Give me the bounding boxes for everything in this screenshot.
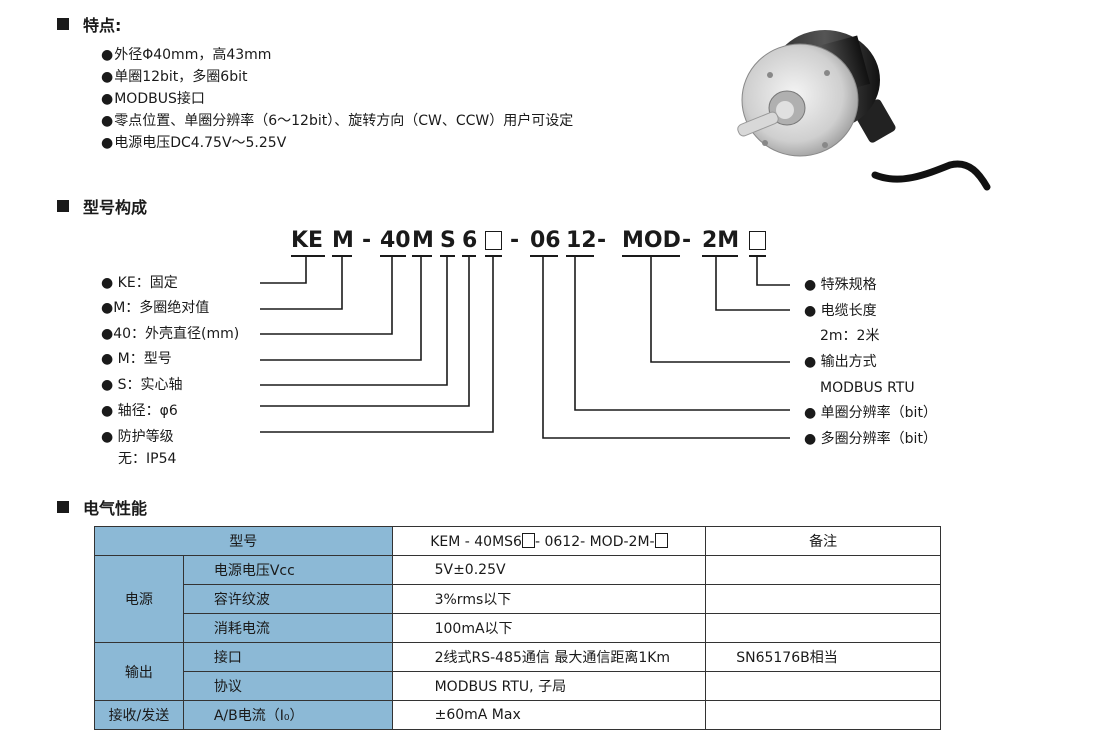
underline	[530, 255, 558, 257]
model-label-cable-sub: 2m：2米	[820, 328, 880, 344]
group-power: 电源	[94, 555, 184, 643]
table-row: 电源 电源电压Vcc 5V±0.25V	[94, 555, 941, 643]
encoder-product-image	[737, 30, 991, 191]
underline	[440, 255, 455, 257]
model-label-multi-res: ● 多圈分辨率（bit）	[804, 431, 937, 447]
row-note	[705, 613, 941, 643]
square-bullet-icon	[57, 501, 69, 513]
group-output: 输出	[94, 642, 184, 701]
underline	[380, 255, 406, 257]
features-section-title: 特点:	[57, 12, 121, 36]
underline	[462, 255, 476, 257]
model-seg-box	[485, 231, 502, 256]
model-label-cable: ● 电缆长度	[804, 303, 877, 319]
blank-box-icon	[521, 532, 535, 548]
model-seg-dash: -	[510, 228, 520, 253]
model-label-shaft: ● S：实心轴	[101, 377, 183, 393]
model-seg-2m: 2M	[702, 228, 740, 253]
model-seg-40: 40	[380, 228, 411, 253]
row-value: ±60mA Max	[391, 700, 707, 730]
row-note	[705, 671, 941, 701]
header-model-code: KEM - 40MS6- 0612- MOD-2M-	[391, 526, 707, 556]
model-label-shaft-dia: ● 轴径：φ6	[101, 403, 178, 419]
row-item: 消耗电流	[182, 613, 393, 643]
header-remarks: 备注	[705, 526, 941, 556]
electrical-spec-table: 型号 KEM - 40MS6- 0612- MOD-2M- 备注 电源 电源电压…	[94, 526, 941, 730]
model-label-output-sub: MODBUS RTU	[820, 380, 915, 396]
model-label-output: ● 输出方式	[804, 354, 877, 370]
row-note: SN65176B相当	[705, 642, 941, 672]
feature-item: ●零点位置、单圈分辨率（6～12bit）、旋转方向（CW、CCW）用户可设定	[101, 113, 574, 129]
underline	[412, 255, 432, 257]
group-rx-tx: 接收/发送	[94, 700, 184, 730]
feature-item: ●外径Φ40mm，高43mm	[101, 47, 272, 63]
model-code: KE M - 40 M S 6 - 06 12 - MOD - 2M	[0, 228, 1095, 258]
model-label-ke: ● KE：固定	[101, 275, 178, 291]
model-label-single-res: ● 单圈分辨率（bit）	[804, 405, 937, 421]
underline	[622, 255, 680, 257]
square-bullet-icon	[57, 200, 69, 212]
row-item: 接口	[182, 642, 393, 672]
row-item: 电源电压Vcc	[182, 555, 393, 585]
model-section-title: 型号构成	[57, 194, 147, 218]
row-item: 协议	[182, 671, 393, 701]
underline	[702, 255, 738, 257]
table-header-row: 型号 KEM - 40MS6- 0612- MOD-2M- 备注	[94, 526, 941, 556]
row-note	[705, 555, 941, 585]
underline	[566, 255, 594, 257]
model-seg-dash: -	[682, 228, 692, 253]
row-note	[705, 700, 941, 730]
header-model: 型号	[94, 526, 393, 556]
model-seg-box	[749, 231, 766, 256]
feature-item: ●MODBUS接口	[101, 91, 205, 107]
row-item: 容许纹波	[182, 584, 393, 614]
table-row: 输出 接口 2线式RS-485通信 最大通信距离1Km SN65176B相当	[94, 642, 941, 701]
model-seg-mod: MOD	[622, 228, 681, 253]
electrical-section-title: 电气性能	[57, 495, 147, 519]
model-seg-m2: M	[412, 228, 434, 253]
row-note	[705, 584, 941, 614]
model-label-m: ●M：多圈绝对值	[101, 300, 210, 316]
model-seg-dash: -	[362, 228, 372, 253]
row-value: 5V±0.25V	[391, 555, 707, 585]
underline	[291, 255, 325, 257]
row-value: MODBUS RTU, 子局	[391, 671, 707, 701]
model-seg-dash: -	[597, 228, 607, 253]
underline	[332, 255, 352, 257]
table-row: 协议 MODBUS RTU, 子局	[95, 671, 941, 701]
blank-box-icon	[654, 532, 668, 548]
model-seg-6: 6	[462, 228, 478, 253]
model-seg-12: 12	[566, 228, 597, 253]
model-seg-s: S	[440, 228, 456, 253]
table-row: 消耗电流 100mA以下	[95, 613, 941, 643]
model-label-protection-sub: 无：IP54	[118, 451, 177, 467]
feature-item: ●电源电压DC4.75V～5.25V	[101, 135, 287, 151]
square-bullet-icon	[57, 18, 69, 30]
underline	[749, 255, 766, 257]
table-row: 容许纹波 3%rms以下	[95, 584, 941, 614]
row-value: 100mA以下	[391, 613, 707, 643]
model-seg-m: M	[332, 228, 354, 253]
model-label-type: ● M：型号	[101, 351, 172, 367]
model-seg-ke: KE	[291, 228, 324, 253]
model-label-special: ● 特殊规格	[804, 277, 877, 293]
features-list: ●外径Φ40mm，高43mm ●单圈12bit，多圈6bit ●MODBUS接口…	[101, 44, 573, 154]
model-label-protection: ● 防护等级	[101, 429, 174, 445]
row-value: 3%rms以下	[391, 584, 707, 614]
model-seg-06: 06	[530, 228, 561, 253]
model-label-40: ●40：外壳直径(mm)	[101, 326, 240, 342]
feature-item: ●单圈12bit，多圈6bit	[101, 69, 248, 85]
row-value: 2线式RS-485通信 最大通信距离1Km	[391, 642, 707, 672]
table-row: 接收/发送 A/B电流（I₀） ±60mA Max	[94, 700, 941, 730]
row-item: A/B电流（I₀）	[182, 700, 393, 730]
underline	[485, 255, 502, 257]
